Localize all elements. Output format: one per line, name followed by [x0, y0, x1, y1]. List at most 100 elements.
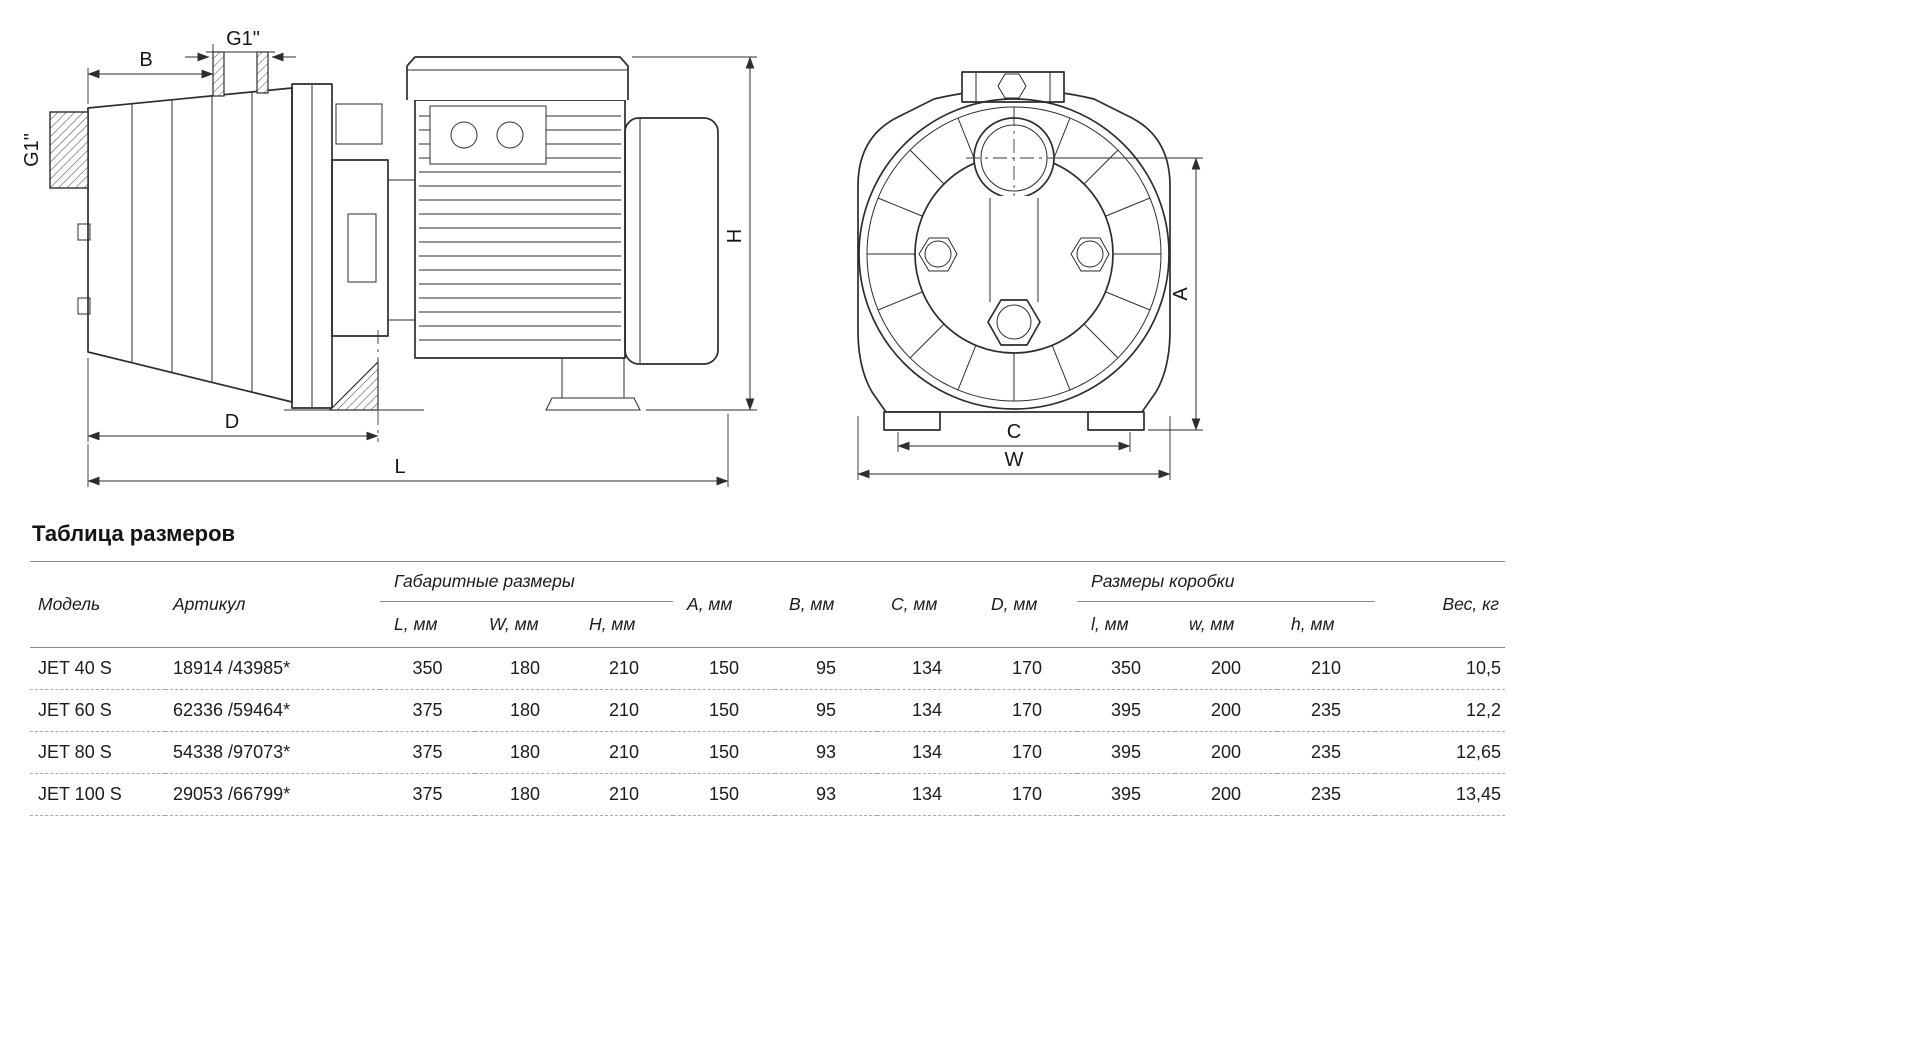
col-header-b: B, мм: [775, 561, 878, 648]
cell-model: JET 80 S: [30, 731, 165, 774]
cell-width: 180: [475, 773, 575, 816]
cell-weight: 12,2: [1375, 689, 1506, 732]
cell-model: JET 60 S: [30, 689, 165, 732]
col-header-article: Артикул: [165, 561, 380, 648]
group-header-box: Размеры коробки: [1077, 561, 1376, 602]
bolt-box: [429, 105, 547, 165]
table-row: JET 100 S 29053 /66799* 375 180 210 150 …: [30, 773, 1506, 816]
cell-a: 150: [673, 731, 776, 774]
cell-article: 29053 /66799*: [165, 773, 380, 816]
foot-left: [883, 411, 941, 431]
cell-article: 54338 /97073*: [165, 731, 380, 774]
cell-weight: 10,5: [1375, 647, 1506, 690]
cell-b: 93: [775, 773, 878, 816]
cell-model: JET 40 S: [30, 647, 165, 690]
cell-box-width: 200: [1175, 647, 1278, 690]
cell-length: 375: [380, 773, 475, 816]
cell-box-length: 395: [1077, 773, 1176, 816]
drawing-area: B G1" G1" H D L: [0, 0, 1920, 505]
cell-box-height: 235: [1277, 731, 1376, 774]
cell-c: 134: [877, 731, 978, 774]
cell-width: 180: [475, 689, 575, 732]
cell-box-height: 235: [1277, 689, 1376, 732]
col-header-c: C, мм: [877, 561, 978, 648]
cell-box-length: 350: [1077, 647, 1176, 690]
top-port-section: [206, 51, 275, 97]
dim-label-l: L: [394, 456, 405, 478]
dim-label-g1-top: G1": [226, 28, 260, 50]
dim-label-b: B: [139, 49, 152, 71]
cell-article: 62336 /59464*: [165, 689, 380, 732]
size-table: Модель Артикул Габаритные размеры A, мм …: [30, 561, 1506, 816]
fan-cover: [624, 117, 719, 365]
pump-housing: [87, 87, 293, 403]
cell-box-width: 200: [1175, 689, 1278, 732]
table-row: JET 80 S 54338 /97073* 375 180 210 150 9…: [30, 731, 1506, 774]
cell-c: 134: [877, 773, 978, 816]
dim-label-c: C: [1007, 421, 1021, 443]
col-header-d: D, мм: [977, 561, 1078, 648]
foot-right: [1087, 411, 1145, 431]
cell-box-width: 200: [1175, 773, 1278, 816]
cell-a: 150: [673, 647, 776, 690]
col-header-box-length: l, мм: [1077, 601, 1176, 648]
group-header-overall: Габаритные размеры: [380, 561, 674, 602]
cell-article: 18914 /43985*: [165, 647, 380, 690]
col-header-length: L, мм: [380, 601, 475, 648]
fill-plug-hex: [997, 73, 1027, 99]
cell-d: 170: [977, 731, 1078, 774]
support-bracket: [328, 360, 379, 411]
cell-d: 170: [977, 647, 1078, 690]
cell-height: 210: [575, 689, 674, 732]
side-view-dimensions: B G1" G1" H D L: [21, 28, 757, 487]
cell-a: 150: [673, 773, 776, 816]
dim-label-a: A: [1170, 287, 1192, 301]
cell-a: 150: [673, 689, 776, 732]
table-title: Таблица размеров: [32, 521, 236, 546]
header-sub-row: L, мм W, мм H, мм l, мм w, мм h, мм: [30, 601, 1505, 648]
pump-side-view: B G1" G1" H D L: [21, 28, 757, 487]
pump-front-view: A C W: [857, 71, 1203, 480]
col-header-weight: Вес, кг: [1375, 561, 1506, 648]
cell-d: 170: [977, 689, 1078, 732]
cell-length: 375: [380, 689, 475, 732]
cell-length: 350: [380, 647, 475, 690]
dim-label-g1-side: G1": [21, 133, 43, 167]
cell-b: 93: [775, 731, 878, 774]
dim-label-h: H: [724, 229, 746, 243]
dim-label-w: W: [1005, 449, 1024, 471]
col-header-box-height: h, мм: [1277, 601, 1376, 648]
header-group-row: Модель Артикул Габаритные размеры A, мм …: [30, 561, 1506, 648]
cell-c: 134: [877, 689, 978, 732]
cell-box-width: 200: [1175, 731, 1278, 774]
cell-width: 180: [475, 731, 575, 774]
cell-height: 210: [575, 647, 674, 690]
cell-weight: 13,45: [1375, 773, 1506, 816]
cell-model: JET 100 S: [30, 773, 165, 816]
front-view-dimensions: A C W: [857, 157, 1203, 480]
cell-box-length: 395: [1077, 689, 1176, 732]
cell-c: 134: [877, 647, 978, 690]
cell-height: 210: [575, 773, 674, 816]
cell-width: 180: [475, 647, 575, 690]
table-row: JET 60 S 62336 /59464* 375 180 210 150 9…: [30, 689, 1506, 732]
technical-drawing: B G1" G1" H D L: [21, 28, 1203, 487]
cell-box-height: 210: [1277, 647, 1376, 690]
col-header-width: W, мм: [475, 601, 575, 648]
ejector-section: [331, 159, 389, 337]
inlet-port-section: [49, 111, 89, 189]
motor-foot: [561, 357, 625, 399]
terminal-box: [406, 56, 629, 100]
col-header-box-width: w, мм: [1175, 601, 1278, 648]
cell-height: 210: [575, 731, 674, 774]
cell-box-height: 235: [1277, 773, 1376, 816]
cell-weight: 12,65: [1375, 731, 1506, 774]
col-header-height: H, мм: [575, 601, 674, 648]
cell-d: 170: [977, 773, 1078, 816]
cell-b: 95: [775, 689, 878, 732]
cell-box-length: 395: [1077, 731, 1176, 774]
cell-length: 375: [380, 731, 475, 774]
table-row: JET 40 S 18914 /43985* 350 180 210 150 9…: [30, 647, 1506, 690]
col-header-model: Модель: [30, 561, 165, 648]
size-table-section: Таблица размеров Модель Артикул Габаритн…: [0, 521, 1920, 816]
